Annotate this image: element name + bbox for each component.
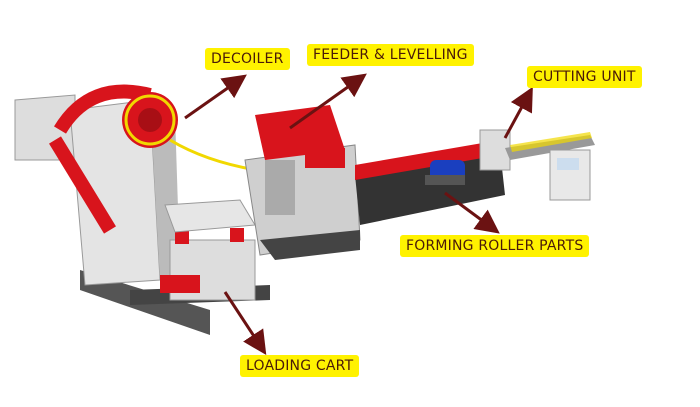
loading-arrow	[223, 291, 267, 356]
decoiler-label: DECOILER	[205, 48, 290, 70]
cutting-unit-label: CUTTING UNIT	[527, 66, 642, 88]
feeder-levelling-label: FEEDER & LEVELLING	[307, 44, 474, 66]
cutting-unit	[479, 129, 595, 201]
cutting-arrow	[503, 86, 533, 139]
feeder-levelling-unit	[244, 105, 361, 260]
forming-arrow	[444, 191, 500, 234]
loading-cart	[130, 199, 270, 305]
decoiler-unit	[14, 84, 210, 335]
loading-cart-label: LOADING CART	[240, 355, 360, 377]
feeder-arrow	[289, 73, 367, 130]
forming-roller-parts-label: FORMING ROLLER PARTS	[400, 235, 590, 257]
forming-roller-unit	[355, 140, 505, 225]
decoiler-arrow	[184, 74, 247, 120]
